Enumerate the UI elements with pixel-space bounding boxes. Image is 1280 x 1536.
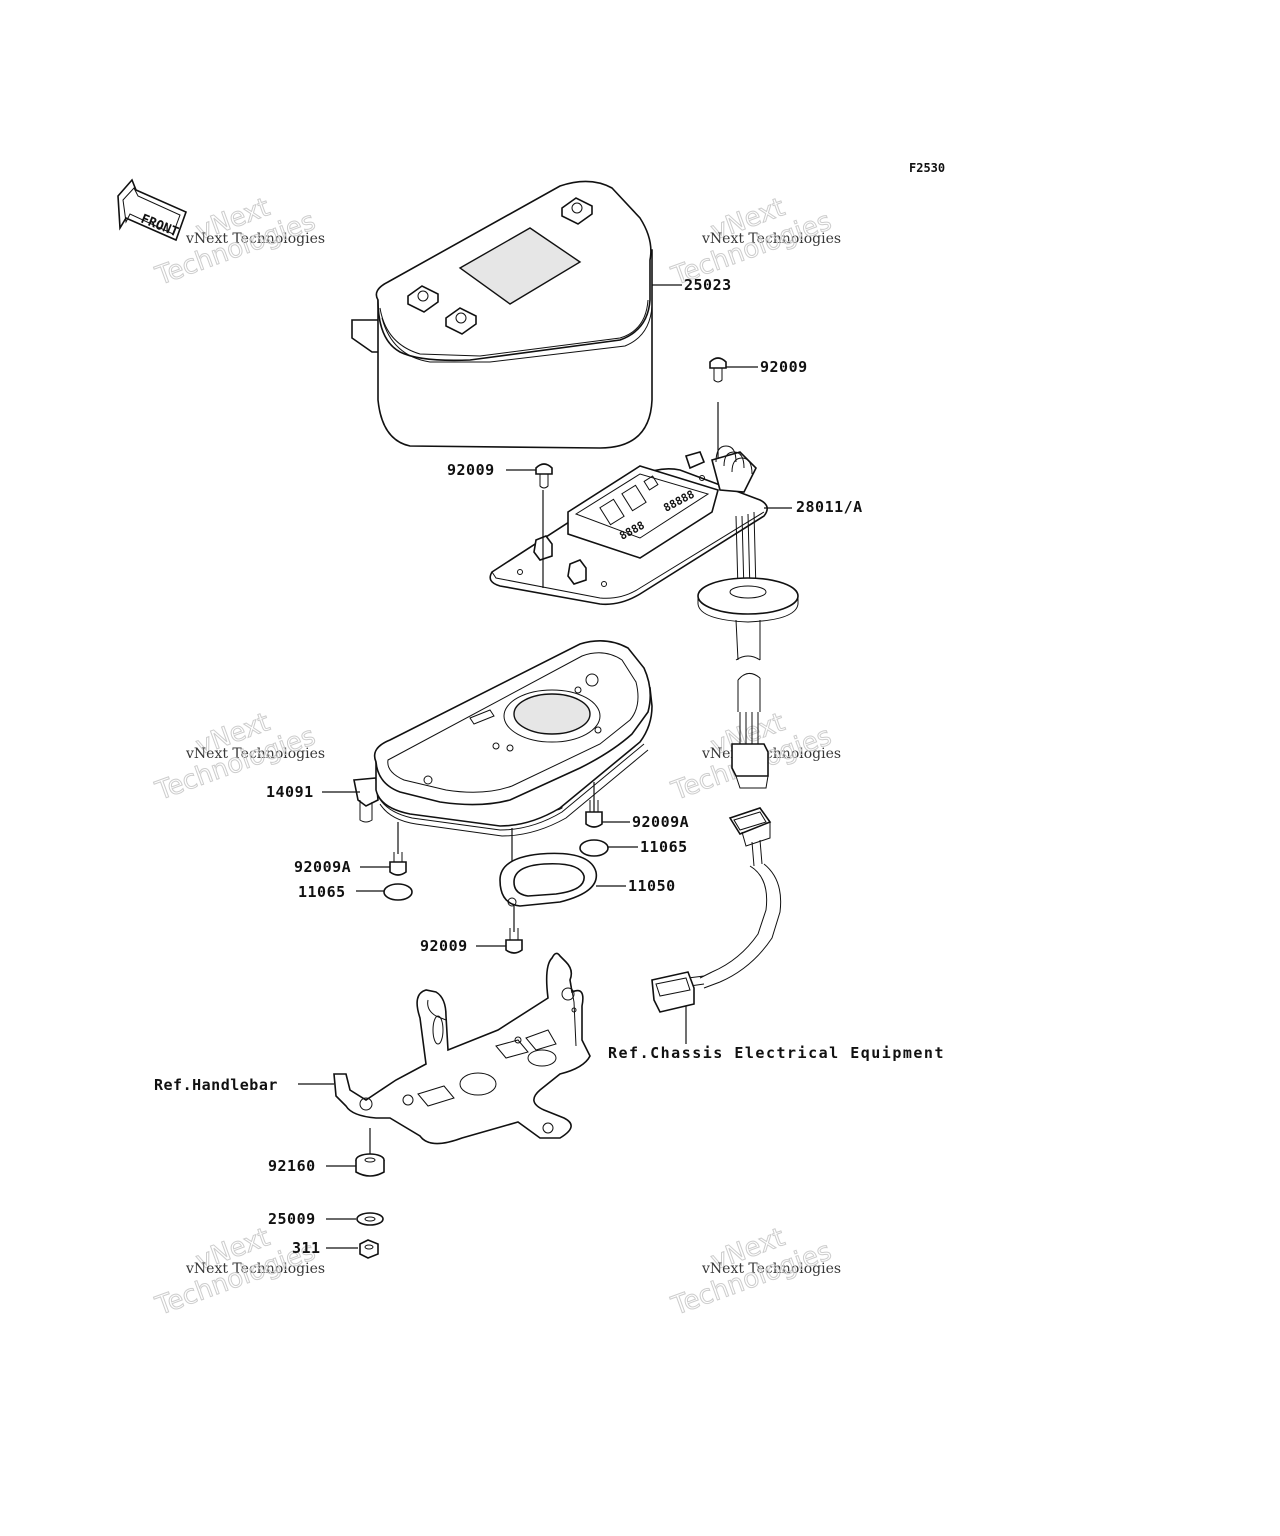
callout-11065-right: 11065 [640,838,688,856]
callout-25009: 25009 [268,1210,316,1228]
callout-92009-left: 92009 [447,461,495,479]
callout-92009A-left: 92009A [294,858,351,876]
callout-ref-handlebar: Ref.Handlebar [154,1076,278,1094]
cap-11065-left [356,883,413,901]
cap-11065-right [579,839,638,857]
nut-311 [326,1239,379,1259]
screw-92009-top [709,357,758,383]
watermark-bottom-left: vNext vNext Technologies Technologies [151,1222,325,1323]
svg-text:vNext Technologies: vNext Technologies [185,1261,325,1277]
wire-harness-connector [651,807,782,1044]
meter-cover-25023 [351,180,682,449]
svg-text:vNext Technologies: vNext Technologies [701,1261,841,1277]
front-arrow-icon: FRONT [117,178,188,242]
svg-text:vNext Technologies: vNext Technologies [185,231,325,247]
callout-28011A: 28011/A [796,498,863,516]
callout-25023: 25023 [684,276,732,294]
meter-unit-28011A: 8888 88888 [489,402,799,789]
grommet-92160 [326,1128,385,1177]
svg-text:vNext Technologies: vNext Technologies [185,746,325,762]
callout-14091: 14091 [266,783,314,801]
meter-case-14091 [322,640,653,837]
screw-92009A-right [585,782,630,828]
svg-text:vNext Technologies: vNext Technologies [701,231,841,247]
screw-92009A-left [360,822,407,876]
callout-92009-bottom: 92009 [420,937,468,955]
meter-bracket [298,952,591,1145]
callout-11050: 11050 [628,877,676,895]
washer-25009 [326,1212,384,1226]
watermark-bottom-right: vNext vNext Technologies Technologies [667,1222,841,1323]
callout-11065-left: 11065 [298,883,346,901]
callout-311: 311 [292,1239,321,1257]
callout-ref-chassis: Ref.Chassis Electrical Equipment [608,1044,945,1062]
callout-92160: 92160 [268,1157,316,1175]
callout-92009A-right: 92009A [632,813,689,831]
gasket-11050 [499,828,626,907]
figure-code: F2530 [909,161,945,175]
callout-92009-top: 92009 [760,358,808,376]
screw-92009-bottom [476,906,523,954]
screw-92009-left [506,463,553,489]
